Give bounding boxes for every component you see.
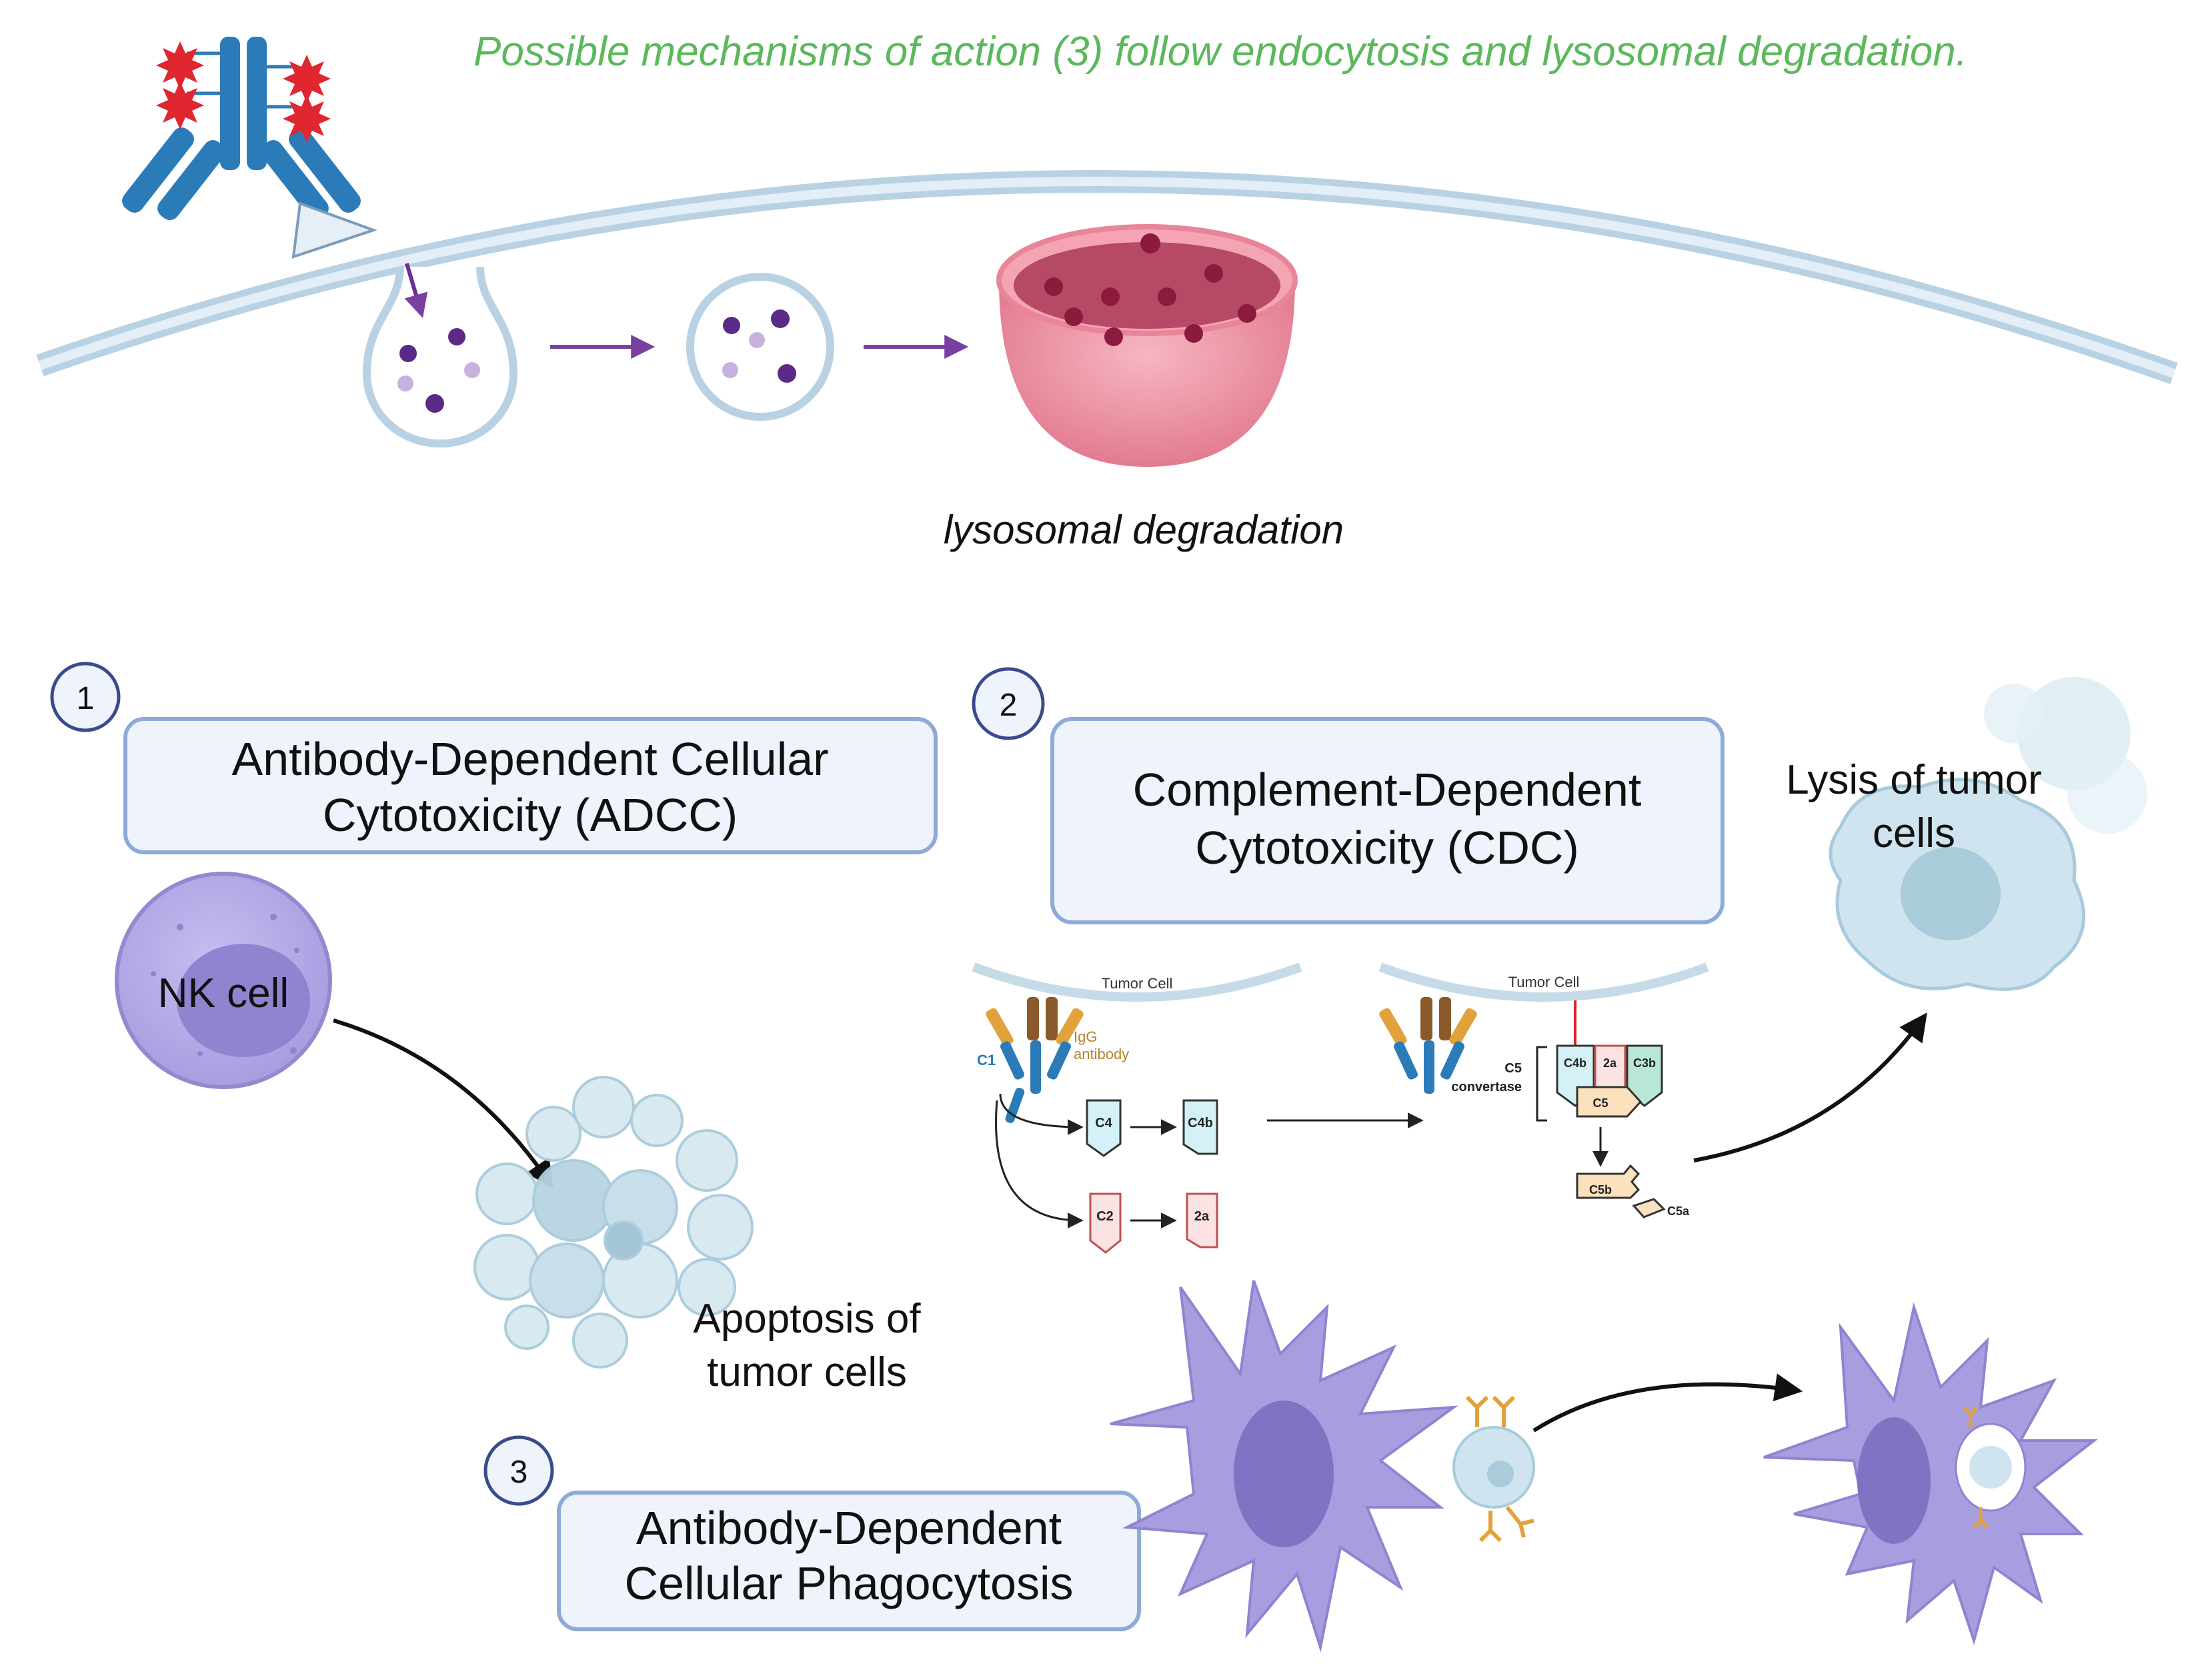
c1-antibody-icon-right <box>1379 997 1477 1094</box>
apoptosis-label-line-2: tumor cells <box>707 1349 907 1395</box>
svg-text:C5: C5 <box>1592 1096 1608 1110</box>
endocytic-vesicle-icon <box>362 263 518 448</box>
arrow-c1-to-c2 <box>995 1100 1084 1228</box>
igg-label-line-2: antibody <box>1074 1046 1129 1062</box>
figure-title: Possible mechanisms of action (3) follow… <box>473 29 1967 75</box>
lysis-label-line-2: cells <box>1873 810 1955 856</box>
c5a-component: C5a <box>1632 1198 1690 1218</box>
c1-igg-antibody-icon <box>986 997 1084 1124</box>
mechanism-2-box: Complement-Dependent Cytotoxicity (CDC) <box>1050 717 1725 924</box>
apoptosis-label-line-1: Apoptosis of <box>693 1296 921 1342</box>
arrow-c5b-to-lysis <box>1693 1012 1927 1162</box>
lysis-label-line-1: Lysis of tumor <box>1786 757 2042 803</box>
c5-convertase-label-line-2: convertase <box>1451 1080 1522 1094</box>
svg-text:C3b: C3b <box>1633 1056 1656 1070</box>
mechanism-3-badge: 3 <box>483 1435 554 1506</box>
membrane-curve <box>36 170 2178 385</box>
arrow-c1-to-c4 <box>999 1093 1084 1135</box>
nk-cell-label: NK cell <box>158 970 289 1016</box>
phagocytosing-macrophage-icon <box>1763 1302 2098 1645</box>
c4-component: C4 <box>1086 1099 1122 1157</box>
endosome-icon <box>686 273 834 421</box>
cdc-tumor-cell-membrane-right: Tumor Cell <box>1378 962 1709 1002</box>
svg-text:C4b: C4b <box>1188 1116 1213 1130</box>
svg-text:Antibody-Dependent: Antibody-Dependent <box>636 1502 1062 1554</box>
nk-cell-icon <box>115 872 332 1089</box>
opsonized-tumor-cell-icon <box>1452 1395 1535 1543</box>
c5b-component: C5b <box>1576 1164 1640 1199</box>
svg-text:1: 1 <box>77 681 95 716</box>
c4b-component: C4b <box>1182 1099 1218 1155</box>
svg-text:Cellular Phagocytosis: Cellular Phagocytosis <box>624 1557 1073 1609</box>
c1-label: C1 <box>977 1052 996 1068</box>
c2-component: C2 <box>1089 1192 1122 1254</box>
cdc-tumor-cell-membrane-left: Tumor Cell <box>972 962 1302 1002</box>
c5-convertase-complex: C4b 2a C3b C5 <box>1556 1044 1663 1118</box>
lysosome-label: lysosomal degradation <box>944 508 1344 552</box>
c5-convertase-label-line-1: C5 <box>1504 1061 1522 1076</box>
svg-text:3: 3 <box>510 1455 528 1490</box>
svg-text:C4b: C4b <box>1564 1056 1586 1070</box>
svg-text:C4: C4 <box>1095 1116 1112 1130</box>
svg-text:Cytotoxicity (CDC): Cytotoxicity (CDC) <box>1195 822 1579 874</box>
payload-drug-icons <box>156 41 331 143</box>
igg-label-line-1: IgG <box>1074 1028 1097 1045</box>
apoptotic-cell-icon <box>473 1076 754 1369</box>
lysosome-icon <box>996 224 1298 467</box>
svg-text:Tumor Cell: Tumor Cell <box>1508 974 1580 990</box>
arrow-to-phagocytosis <box>1532 1373 1803 1433</box>
svg-text:Complement-Dependent: Complement-Dependent <box>1133 764 1642 816</box>
mechanism-3-box: Antibody-Dependent Cellular Phagocytosis <box>557 1491 1141 1631</box>
c2a-component: 2a <box>1186 1192 1218 1248</box>
svg-text:C5b: C5b <box>1589 1183 1612 1196</box>
mechanism-1-badge: 1 <box>50 662 121 732</box>
mechanism-1-box: Antibody-Dependent Cellular Cytotoxicity… <box>123 717 938 854</box>
svg-text:2a: 2a <box>1194 1209 1210 1224</box>
c5-convertase-bracket <box>1536 1046 1547 1122</box>
antibody-icon <box>122 37 378 259</box>
mechanism-2-badge: 2 <box>972 667 1045 740</box>
svg-text:2: 2 <box>1000 688 1018 723</box>
svg-text:Cytotoxicity (ADCC): Cytotoxicity (ADCC) <box>323 789 738 841</box>
lysed-cell-icon <box>1829 677 2147 991</box>
svg-text:Antibody-Dependent Cellular: Antibody-Dependent Cellular <box>232 733 829 785</box>
svg-text:C5a: C5a <box>1667 1204 1690 1218</box>
arrow-nk-to-apoptosis <box>333 1018 554 1188</box>
macrophage-icon <box>1110 1280 1458 1653</box>
svg-text:2a: 2a <box>1603 1056 1617 1070</box>
svg-text:C2: C2 <box>1096 1209 1114 1224</box>
svg-text:Tumor Cell: Tumor Cell <box>1102 975 1173 992</box>
